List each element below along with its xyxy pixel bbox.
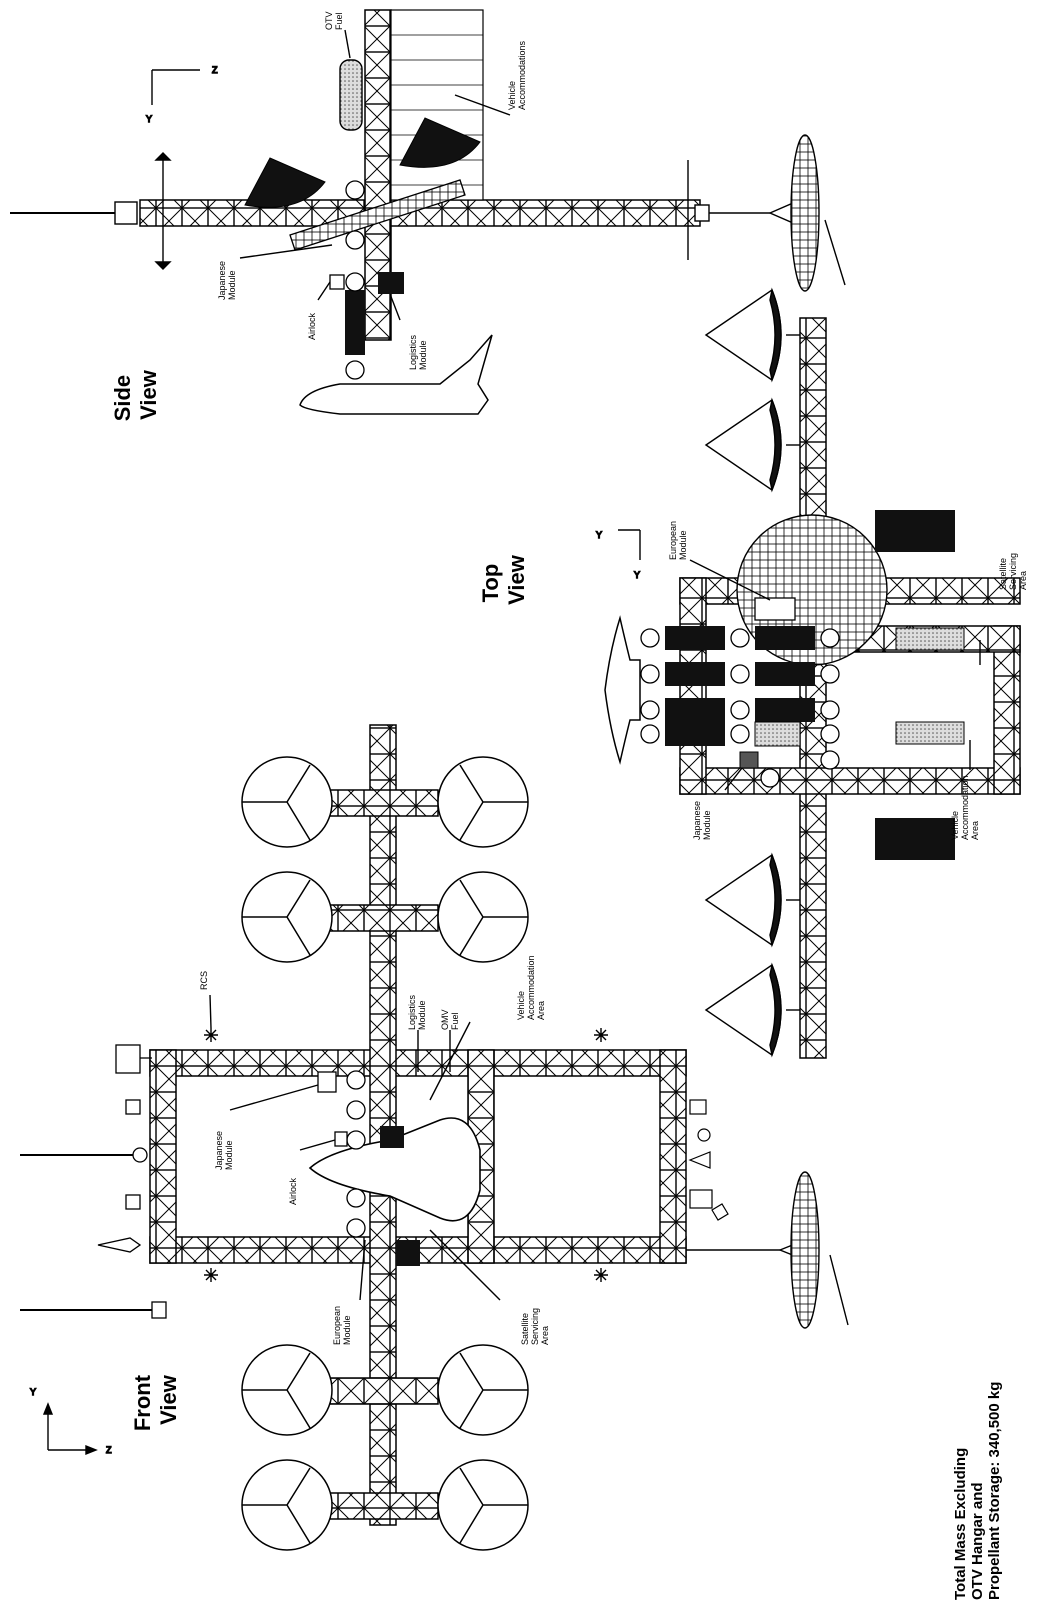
- top-radiator-upper: [875, 510, 955, 552]
- side-mast: [10, 152, 172, 270]
- top-radiator-lower: [875, 818, 955, 860]
- front-right-accessories: [688, 1099, 729, 1221]
- side-axes: Z Y: [145, 64, 218, 124]
- front-european-module: [396, 1240, 420, 1266]
- front-arm-3: [329, 1377, 439, 1405]
- front-label-satellite: SatelliteServicingArea: [520, 1308, 550, 1345]
- top-label-japanese: JapaneseModule: [692, 801, 712, 840]
- top-leaders: [689, 559, 981, 791]
- top-japanese-module: [739, 751, 759, 769]
- top-axes: Y Y: [595, 529, 641, 581]
- top-axis-b: Y: [634, 570, 640, 580]
- front-arm-4: [329, 1492, 439, 1520]
- mass-note-line3: Propellant Storage: 340,500 kg: [986, 1382, 1003, 1600]
- top-view-title: Top View: [478, 554, 529, 605]
- front-label-logistics: LogisticsModule: [407, 994, 427, 1030]
- front-leaders: [209, 994, 501, 1301]
- front-solar-arrays: [241, 756, 529, 1551]
- front-antenna: [686, 1171, 849, 1329]
- side-logistics-module: [378, 272, 404, 294]
- top-shuttle: [604, 615, 641, 765]
- front-view-title: Front View: [130, 1369, 181, 1431]
- top-view: Top View EuropeanModule SatelliteServici…: [478, 287, 1028, 1059]
- side-dish-left: [244, 157, 326, 208]
- side-label-vehicle: VehicleAccommodations: [507, 40, 527, 110]
- front-label-rcs: RCS: [199, 971, 209, 990]
- side-label-japanese: JapaneseModule: [217, 261, 237, 300]
- side-shuttle: [299, 334, 493, 415]
- side-dish-right: [399, 117, 481, 168]
- front-frame-right: [659, 1049, 687, 1264]
- top-label-satellite: SatelliteServicingArea: [998, 553, 1028, 590]
- front-logistics-module: [380, 1126, 404, 1148]
- side-label-logistics: LogisticsModule: [408, 334, 428, 370]
- front-arm-2: [329, 904, 439, 932]
- top-main-truss: [799, 317, 827, 1059]
- side-axis-a: Z: [212, 65, 218, 75]
- side-accommodations: [390, 9, 484, 201]
- side-view-title: Side View: [110, 369, 161, 422]
- side-label-airlock: Airlock: [307, 312, 317, 340]
- front-view-title-line2: View: [156, 1374, 181, 1425]
- top-label-vehicle: VehicleAccommodationArea: [950, 775, 980, 840]
- side-axis-b: Y: [146, 114, 152, 124]
- front-rcs-thrusters: [204, 1028, 608, 1282]
- top-label-european: EuropeanModule: [668, 521, 688, 560]
- mass-note-line1: Total Mass Excluding: [952, 1448, 969, 1600]
- top-dishes: [704, 287, 800, 1058]
- side-airlock-module: [345, 290, 365, 355]
- top-axis-a: Y: [596, 530, 602, 540]
- front-accessories: [20, 1044, 167, 1319]
- side-otv-fuel-tank: [339, 59, 363, 131]
- front-view-title-line1: Front: [130, 1374, 155, 1431]
- front-axes: Y Z: [29, 1386, 112, 1455]
- front-label-japanese: JapaneseModule: [214, 1131, 234, 1170]
- mass-note: Total Mass Excluding OTV Hangar and Prop…: [952, 1382, 1003, 1600]
- front-keel: [369, 724, 397, 1526]
- front-modules: [317, 1070, 366, 1238]
- front-axis-b: Z: [106, 1445, 112, 1455]
- front-frame-left: [149, 1049, 177, 1264]
- side-antenna: [687, 134, 846, 292]
- front-label-vehicle: VehicleAccommodationArea: [516, 955, 546, 1020]
- side-nodes: [329, 180, 365, 380]
- front-label-omv: OMVFuel: [440, 1009, 460, 1030]
- top-modules: [665, 626, 965, 747]
- front-view: Front View RCS LogisticsModule OMVFuel V…: [20, 724, 849, 1551]
- side-accommodation-lines: [391, 34, 483, 186]
- side-label-otv: OTVFuel: [324, 11, 344, 30]
- front-arm-1: [329, 789, 439, 817]
- front-label-european: EuropeanModule: [332, 1306, 352, 1345]
- front-text-labels: RCS LogisticsModule OMVFuel VehicleAccom…: [199, 955, 550, 1345]
- side-leaders: [239, 29, 511, 321]
- side-view: Side View OTVFuel VehicleAccommodations …: [10, 9, 846, 422]
- side-diagonal-boom: [289, 179, 466, 251]
- mass-note-line2: OTV Hangar and: [969, 1482, 986, 1600]
- front-label-airlock: Airlock: [288, 1177, 298, 1205]
- top-text-labels: EuropeanModule SatelliteServicingArea Ve…: [668, 521, 1028, 840]
- side-text-labels: OTVFuel VehicleAccommodations JapaneseMo…: [217, 11, 527, 370]
- top-nodes: [640, 597, 840, 788]
- front-axis-a: Y: [30, 1387, 36, 1397]
